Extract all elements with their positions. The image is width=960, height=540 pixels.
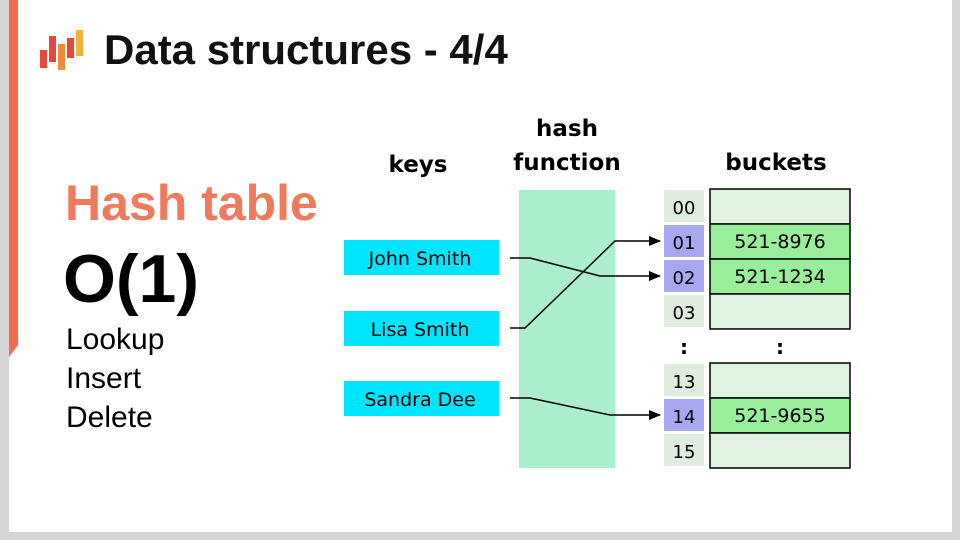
bucket-value-cell [709, 362, 851, 399]
bucket-index: 01 [673, 233, 696, 254]
accent-bar-tip [9, 345, 18, 357]
bucket-index: 13 [673, 372, 696, 393]
hash-header-line2: function [513, 150, 620, 176]
key-label: Sandra Dee [364, 389, 475, 411]
mapping-arrow [510, 397, 661, 420]
operation-item: Delete [66, 401, 153, 434]
bucket-value: 521-9655 [734, 405, 825, 427]
hash-function-box [519, 190, 615, 468]
mapping-arrow [510, 236, 661, 329]
subtitle: Hash table [65, 175, 318, 231]
bucket-value: 521-8976 [734, 231, 825, 253]
key-label: Lisa Smith [371, 319, 470, 341]
bucket-value-cell [709, 188, 851, 225]
bucket-value-cell [709, 258, 851, 295]
bucket-index-cell [664, 399, 704, 431]
bucket-index: 03 [673, 303, 696, 324]
bucket-value-cell [709, 293, 851, 330]
key-box [344, 311, 499, 346]
bucket-index-ellipsis: : [680, 335, 688, 359]
bucket-index-cell [664, 225, 704, 257]
bucket-index-cell [664, 190, 704, 222]
hash-header-line1: hash [536, 116, 598, 142]
key-box [344, 240, 499, 275]
operation-item: Insert [66, 362, 142, 395]
bucket-index: 14 [673, 407, 696, 428]
bucket-value-ellipsis: : [776, 335, 784, 359]
bucket-index: 00 [673, 198, 696, 219]
mapping-arrow [510, 257, 661, 281]
buckets-header: buckets [725, 150, 826, 176]
operation-item: Lookup [66, 323, 165, 356]
page-title: Data structures - 4/4 [104, 26, 508, 73]
bucket-index-cell [664, 260, 704, 292]
bucket-index-cell [664, 434, 704, 466]
operations-list: Lookup Insert Delete [66, 320, 164, 437]
logo-icon [40, 30, 83, 70]
accent-bar [9, 0, 18, 345]
bucket-index: 02 [673, 268, 696, 289]
bucket-index-cell [664, 364, 704, 396]
bucket-index: 15 [673, 442, 696, 463]
key-label: John Smith [368, 248, 472, 270]
bucket-index-cell [664, 295, 704, 327]
keys-header: keys [389, 152, 448, 178]
complexity-label: O(1) [63, 241, 199, 317]
bucket-value-cell [709, 397, 851, 434]
bucket-value: 521-1234 [734, 266, 825, 288]
key-box [344, 381, 499, 416]
bucket-value-cell [709, 432, 851, 469]
